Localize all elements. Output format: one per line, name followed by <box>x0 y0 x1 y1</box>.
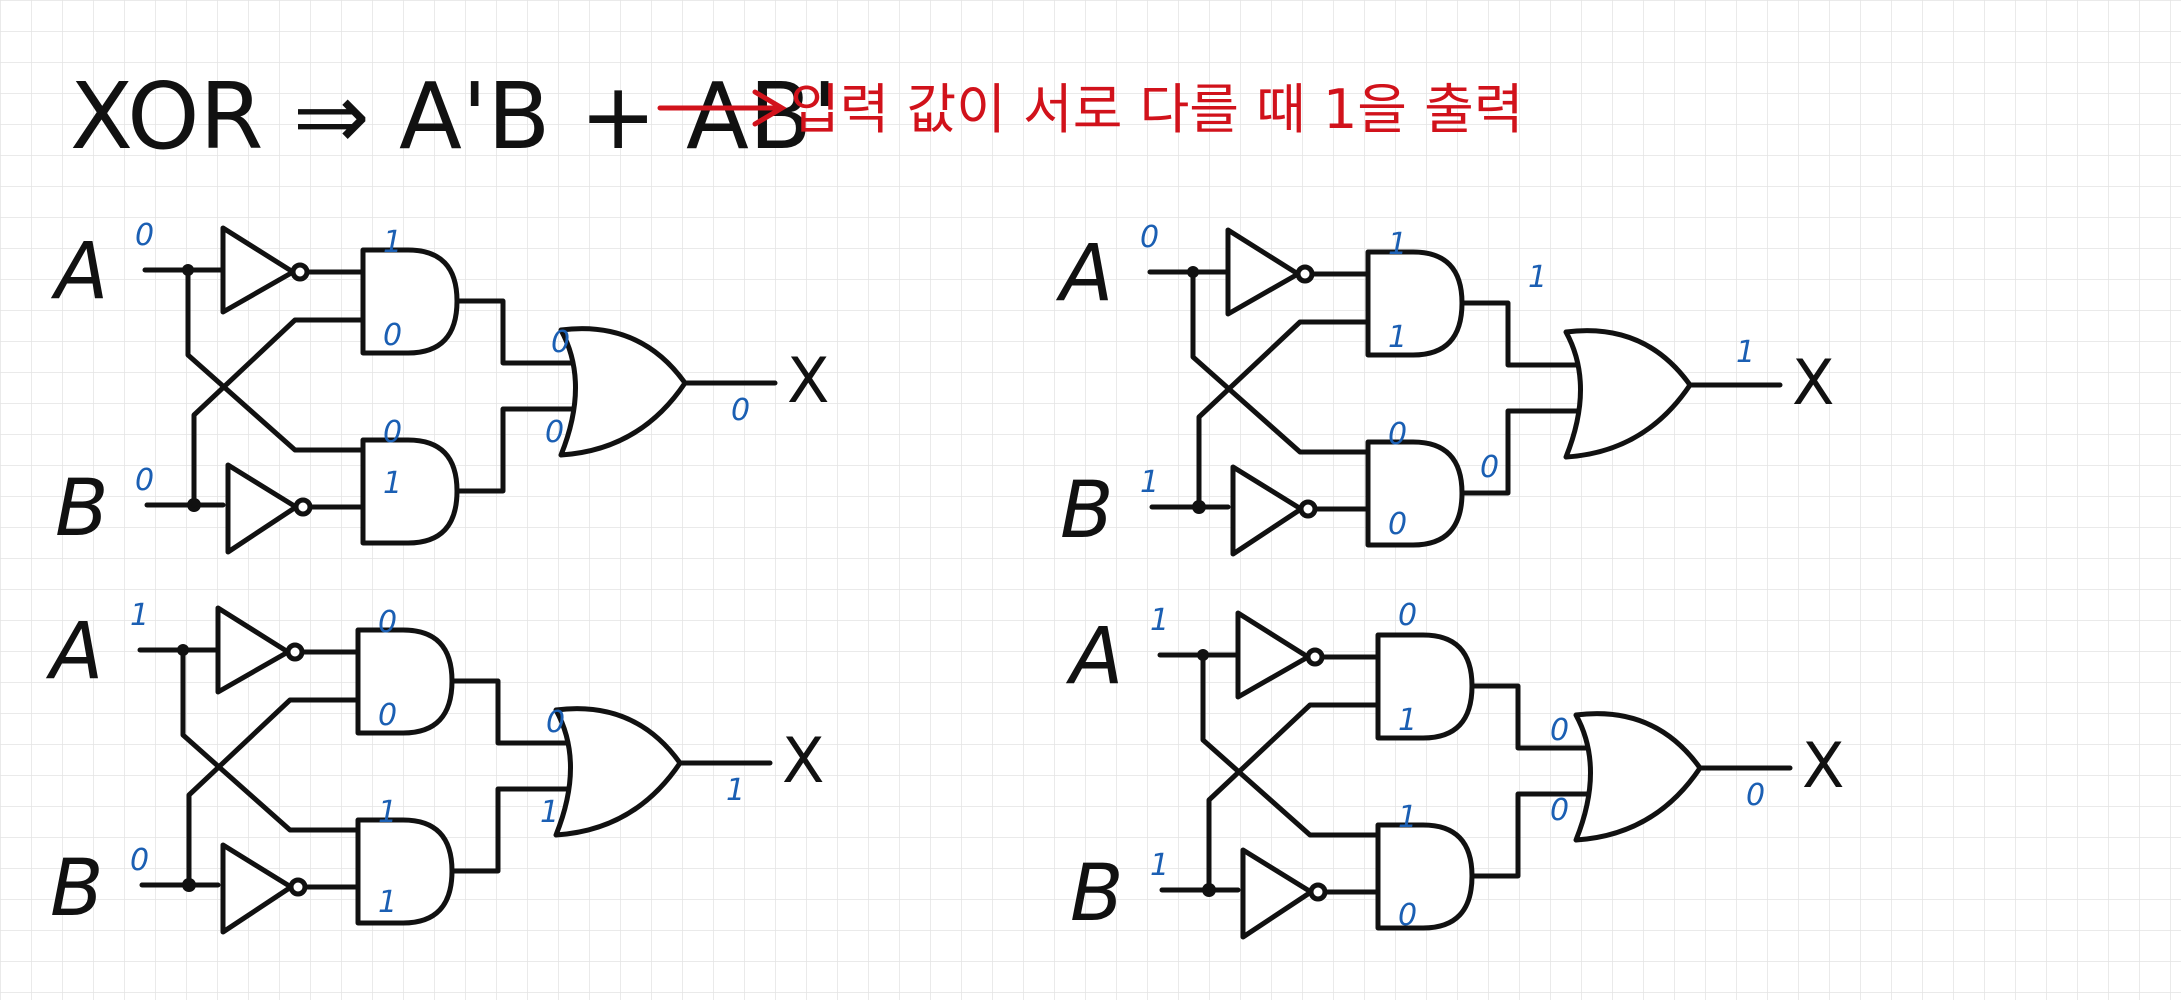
value-x-out: 0 <box>731 393 750 428</box>
value-a-in: 1 <box>1150 603 1169 638</box>
value-not-a: 1 <box>383 225 402 260</box>
output-x-label: X <box>1792 346 1834 419</box>
input-a-label: A <box>50 227 108 317</box>
value-or-top: 0 <box>546 705 565 740</box>
value-and-bottom-a: 0 <box>1388 417 1407 452</box>
value-or-top: 0 <box>551 325 570 360</box>
value-a-in: 0 <box>1140 220 1159 255</box>
value-not-b: 0 <box>1398 898 1417 933</box>
value-a-in: 0 <box>135 218 154 253</box>
output-x-label: X <box>787 344 829 417</box>
input-b-label: B <box>55 464 109 554</box>
input-b-label: B <box>1070 849 1124 939</box>
value-and-top-b: 0 <box>383 318 402 353</box>
value-and-bottom-a: 1 <box>1398 800 1417 835</box>
value-not-a: 0 <box>1398 598 1417 633</box>
value-or-bottom: 0 <box>545 415 564 450</box>
value-and-top-b: 0 <box>378 698 397 733</box>
value-or-top: 1 <box>1528 260 1547 295</box>
output-x-label: X <box>1802 729 1844 802</box>
input-a-label: A <box>1065 612 1123 702</box>
value-x-out: 0 <box>1746 778 1765 813</box>
value-x-out: 1 <box>1736 335 1755 370</box>
value-or-bottom: 0 <box>1480 450 1499 485</box>
arrow-icon <box>657 89 787 127</box>
value-not-b: 0 <box>1388 507 1407 542</box>
output-x-label: X <box>782 724 824 797</box>
value-b-in: 0 <box>130 843 149 878</box>
value-b-in: 0 <box>135 463 154 498</box>
value-and-top-b: 1 <box>1398 703 1417 738</box>
circuit-top-left: A B X 0 0 1 0 0 1 0 0 0 <box>50 218 829 554</box>
input-a-label: A <box>1055 229 1113 319</box>
value-and-bottom-a: 0 <box>383 415 402 450</box>
value-b-in: 1 <box>1140 465 1159 500</box>
value-not-b: 1 <box>383 466 402 501</box>
value-and-top-b: 1 <box>1388 320 1407 355</box>
value-a-in: 1 <box>130 598 149 633</box>
value-and-bottom-a: 1 <box>378 795 397 830</box>
circuit-bottom-right: A B X 1 1 0 1 1 0 0 0 0 <box>1065 598 1844 939</box>
value-or-top: 0 <box>1550 713 1569 748</box>
value-or-bottom: 1 <box>540 795 559 830</box>
value-or-bottom: 0 <box>1550 793 1569 828</box>
circuit-top-right: A B X 0 1 1 1 0 0 1 0 1 <box>1055 220 1834 556</box>
value-x-out: 1 <box>726 773 745 808</box>
value-not-b: 1 <box>378 885 397 920</box>
value-b-in: 1 <box>1150 848 1169 883</box>
note-text: 입력 값이 서로 다를 때 1을 출력 <box>790 78 1524 141</box>
value-not-a: 0 <box>378 605 397 640</box>
value-not-a: 1 <box>1388 227 1407 262</box>
input-a-label: A <box>45 607 103 697</box>
circuit-bottom-left: A B X 1 0 0 0 1 1 0 1 1 <box>45 598 824 934</box>
xor-equation: XOR ⇒ A'B + AB' <box>70 63 837 170</box>
input-b-label: B <box>1060 466 1114 556</box>
input-b-label: B <box>50 844 104 934</box>
